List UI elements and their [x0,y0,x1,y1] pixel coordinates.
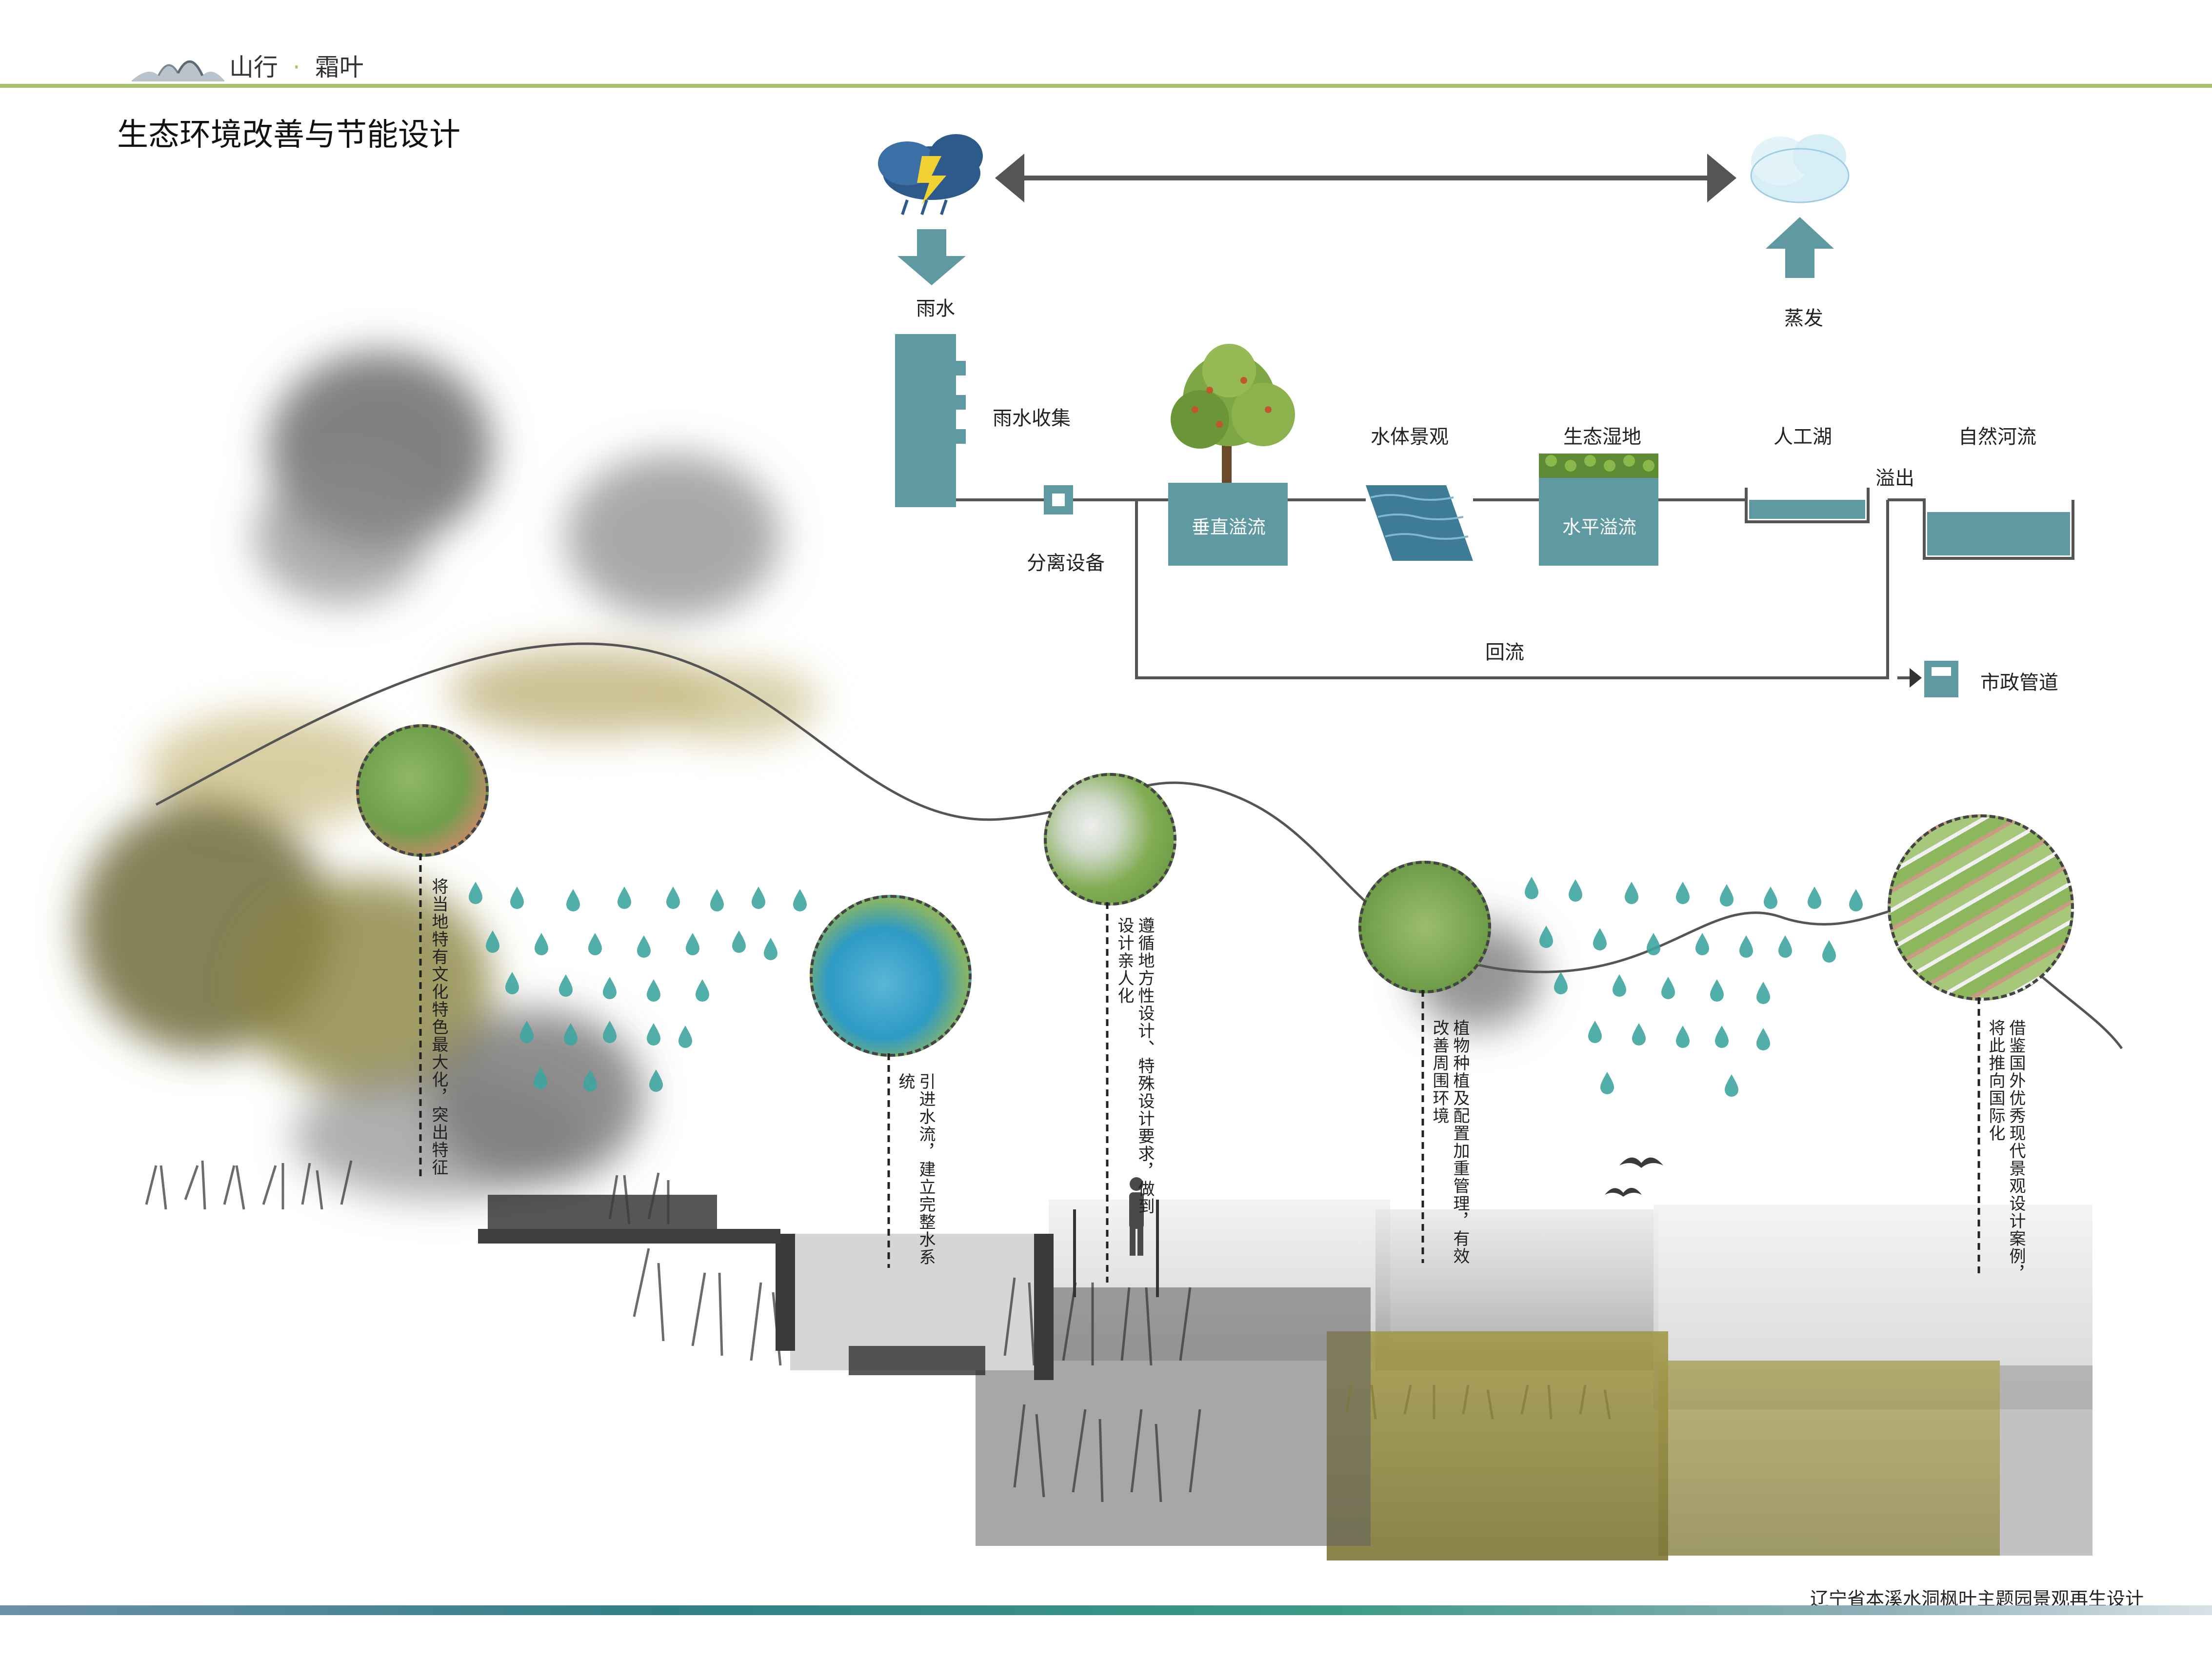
tree-icon [1171,344,1295,488]
label-vertical-overflow: 垂直溢流 [1192,516,1266,538]
municipal-pipe-icon [1924,661,1958,697]
bird-icon [1619,1157,1663,1168]
label-artificial-lake: 人工湖 [1774,426,1832,448]
annotation-2: 引进水流，建立完整水系统 [896,1073,936,1266]
label-water-landscape: 水体景观 [1371,426,1449,448]
vertical-overflow-box [1168,483,1288,566]
collection-tank [895,334,966,507]
artificial-lake-shape [1749,500,1865,519]
brand-left: 山行 [229,53,278,81]
label-separator: 分离设备 [1027,552,1105,574]
label-horizontal-overflow: 水平溢流 [1562,516,1637,538]
evaporation-up-arrow [1766,217,1834,278]
brand-sep: · [292,53,300,81]
plan-circle-5 [1888,814,2074,1001]
label-evaporation: 蒸发 [1784,307,1823,330]
smoke-clouds [78,351,1541,1200]
footer-bar [0,1605,2212,1615]
plan-circle-2 [810,895,972,1057]
water-landscape-icon [1366,485,1473,561]
bird-icon [1605,1187,1642,1197]
label-overflow: 溢出 [1875,467,1914,490]
brand-right: 霜叶 [315,53,364,81]
natural-river-shape [1927,512,2070,555]
annotation-3: 遵循地方性设计、特殊设计要求，做到设计亲人化 [1115,917,1155,1215]
rain-down-arrow [897,229,966,285]
cloud-icon [1750,134,1850,203]
label-natural-river: 自然河流 [1958,426,2036,448]
label-municipal: 市政管道 [1980,672,2058,694]
label-wetland: 生态湿地 [1563,426,1641,448]
horizontal-overflow-box [1539,478,1658,566]
person-icon [1129,1177,1144,1256]
label-collection: 雨水收集 [993,407,1071,430]
annotation-5: 借鉴国外优秀现代景观设计案例，将此推向国际化 [1986,1019,2026,1283]
plan-circle-4 [1358,861,1491,993]
brand: 山行 · 霜叶 [229,48,364,83]
annotation-1: 将当地特有文化特色最大化，突出特征 [429,878,448,1176]
storm-cloud-icon [878,134,983,215]
header-divider [0,84,2212,88]
grass-texture [145,1160,1201,1502]
plan-circle-1 [356,724,489,857]
page-title: 生态环境改善与节能设计 [117,117,460,153]
annotation-4: 植物种植及配置加重管理，有效改善周围环境 [1430,1019,1470,1265]
mountain-logo-icon [132,60,224,81]
label-rain: 雨水 [916,297,955,320]
label-backflow: 回流 [1485,641,1524,664]
plan-circle-3 [1044,773,1176,906]
